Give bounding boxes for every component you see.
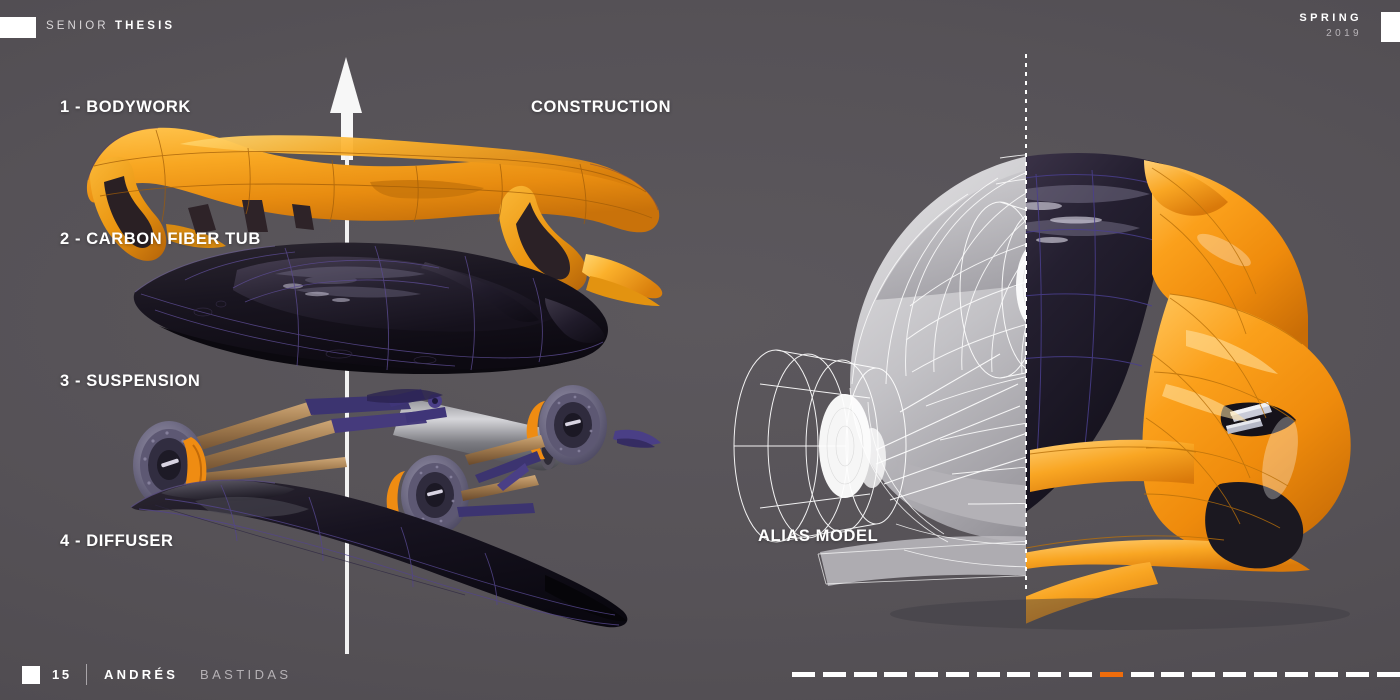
heading-construction: CONSTRUCTION	[531, 98, 672, 116]
progress-dash[interactable]	[822, 671, 846, 677]
header-title: SENIOR THESIS	[46, 20, 175, 32]
progress-dash[interactable]	[1130, 671, 1154, 677]
progress-dash[interactable]	[792, 671, 815, 677]
header-year: 2019	[1326, 28, 1362, 39]
footer-square-marker	[22, 666, 40, 684]
suspension-corner-front-left	[133, 395, 427, 509]
rendered-half	[1026, 153, 1351, 624]
progress-dash[interactable]	[1222, 671, 1246, 677]
progress-dash[interactable]	[1284, 671, 1308, 677]
component-suspension	[133, 385, 661, 535]
progress-dash[interactable]	[853, 671, 877, 677]
component-diffuser	[130, 479, 628, 628]
label-carbon-fiber-tub: 2 - CARBON FIBER TUB	[60, 230, 261, 248]
progress-dash[interactable]	[1038, 671, 1062, 677]
progress-dash[interactable]	[915, 671, 939, 677]
progress-dash-active[interactable]	[1099, 671, 1123, 677]
page-header: SENIOR THESIS SPRING 2019	[0, 0, 1400, 54]
page-footer: 15 ANDRÉS BASTIDAS	[0, 650, 1400, 700]
slide-stage: 1 - BODYWORK 2 - CARBON FIBER TUB 3 - SU…	[0, 54, 1400, 654]
suspension-corner-rear-right	[465, 385, 661, 491]
wireframe-render-split-line	[1025, 54, 1027, 594]
footer-divider	[86, 664, 87, 685]
header-block-left	[0, 17, 36, 38]
alias-model-render	[733, 153, 1351, 630]
page-number: 15	[52, 667, 72, 682]
header-title-light: SENIOR	[46, 20, 109, 32]
label-suspension: 3 - SUSPENSION	[60, 372, 201, 390]
page-progress-indicator[interactable]	[792, 670, 1400, 678]
author-last-name: BASTIDAS	[200, 667, 292, 682]
heading-alias-model: ALIAS MODEL	[758, 527, 879, 545]
wireframe-half	[733, 154, 1026, 586]
label-diffuser: 4 - DIFFUSER	[60, 532, 174, 550]
progress-dash[interactable]	[1161, 671, 1185, 677]
progress-dash[interactable]	[976, 671, 1000, 677]
progress-dash[interactable]	[1315, 671, 1339, 677]
author-first-name: ANDRÉS	[104, 667, 179, 682]
progress-dash[interactable]	[1069, 671, 1093, 677]
progress-dash[interactable]	[1376, 671, 1400, 677]
progress-dash[interactable]	[945, 671, 969, 677]
header-season: SPRING	[1299, 12, 1362, 24]
component-bodywork	[86, 127, 663, 306]
component-carbon-fiber-tub	[133, 242, 608, 374]
header-block-right	[1381, 12, 1400, 42]
progress-dash[interactable]	[884, 671, 908, 677]
progress-dash[interactable]	[1007, 671, 1031, 677]
progress-dash[interactable]	[1253, 671, 1277, 677]
progress-dash[interactable]	[1192, 671, 1216, 677]
header-title-bold: THESIS	[115, 20, 176, 32]
alias-model-view	[700, 54, 1400, 650]
progress-dash[interactable]	[1346, 671, 1370, 677]
label-bodywork: 1 - BODYWORK	[60, 98, 191, 116]
